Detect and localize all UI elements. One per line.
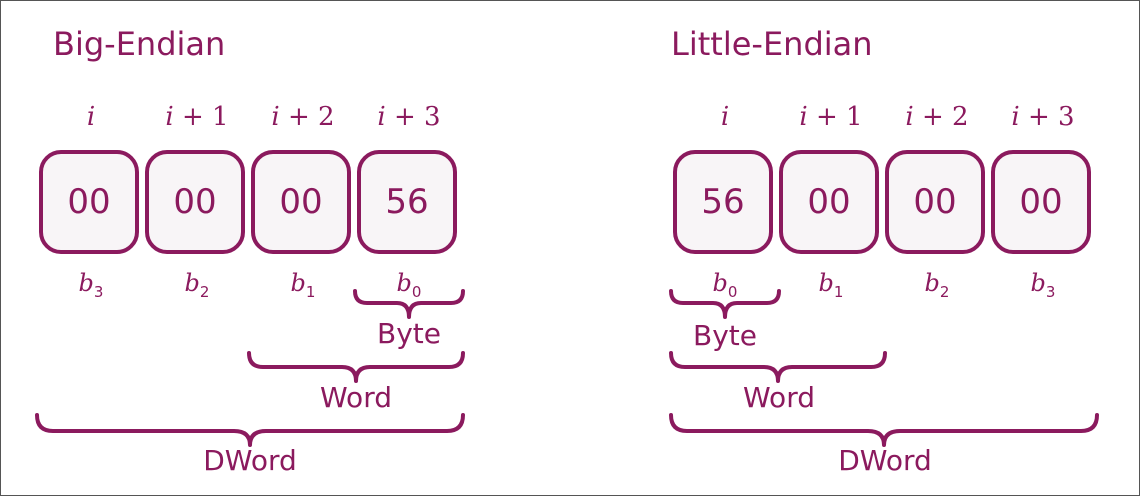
label-base: b	[78, 269, 94, 297]
big-endian-byte-group-label: Byte	[377, 317, 441, 350]
label-base: b	[818, 269, 834, 297]
label-subscript: 1	[305, 282, 316, 301]
little-endian-byte-label-1: b1	[779, 269, 883, 301]
label-base: b	[184, 269, 200, 297]
label-subscript: 1	[833, 282, 844, 301]
index-var: i	[377, 102, 386, 132]
little-endian-word-brace	[669, 351, 887, 383]
index-offset: + 1	[807, 102, 863, 132]
label-base: b	[396, 269, 412, 297]
little-endian-index-1: i + 1	[779, 102, 883, 132]
label-subscript: 3	[93, 282, 104, 301]
index-offset: + 3	[1019, 102, 1075, 132]
big-endian-word-brace	[247, 351, 465, 383]
little-endian-index-2: i + 2	[885, 102, 989, 132]
label-subscript: 2	[939, 282, 950, 301]
little-endian-dword-group-label: DWord	[838, 444, 932, 477]
big-endian-dword-group-label: DWord	[203, 444, 297, 477]
little-endian-byte-cell-3: 00	[991, 150, 1091, 254]
big-endian-index-1: i + 1	[145, 102, 249, 132]
label-subscript: 3	[1045, 282, 1056, 301]
index-offset: + 1	[173, 102, 229, 132]
big-endian-index-2: i + 2	[251, 102, 355, 132]
label-base: b	[712, 269, 728, 297]
index-var: i	[905, 102, 914, 132]
big-endian-title: Big-Endian	[53, 25, 226, 63]
big-endian-byte-label-2: b1	[251, 269, 355, 301]
little-endian-dword-brace	[669, 413, 1099, 447]
big-endian-word-group-label: Word	[320, 381, 392, 414]
big-endian-index-3: i + 3	[357, 102, 461, 132]
little-endian-index-0: i	[673, 102, 777, 132]
big-endian-byte-brace	[353, 289, 465, 319]
little-endian-byte-group-label: Byte	[693, 319, 757, 352]
little-endian-index-3: i + 3	[991, 102, 1095, 132]
little-endian-byte-label-3: b3	[991, 269, 1095, 301]
label-base: b	[290, 269, 306, 297]
big-endian-index-0: i	[39, 102, 143, 132]
little-endian-byte-brace	[669, 289, 781, 319]
label-subscript: 0	[411, 282, 422, 301]
index-offset: + 2	[913, 102, 969, 132]
index-var: i	[86, 102, 96, 132]
little-endian-word-group-label: Word	[743, 381, 815, 414]
little-endian-byte-cell-2: 00	[885, 150, 985, 254]
label-subscript: 0	[727, 282, 738, 301]
big-endian-byte-cell-0: 00	[39, 150, 139, 254]
index-var: i	[799, 102, 808, 132]
label-subscript: 2	[199, 282, 210, 301]
index-offset: + 3	[385, 102, 441, 132]
little-endian-title: Little-Endian	[671, 25, 873, 63]
big-endian-dword-brace	[35, 413, 465, 447]
index-var: i	[165, 102, 174, 132]
index-var: i	[271, 102, 280, 132]
label-base: b	[924, 269, 940, 297]
big-endian-byte-cell-2: 00	[251, 150, 351, 254]
big-endian-byte-cell-1: 00	[145, 150, 245, 254]
big-endian-byte-cell-3: 56	[357, 150, 457, 254]
little-endian-byte-label-0: b0	[673, 269, 777, 301]
index-var: i	[1011, 102, 1020, 132]
index-offset: + 2	[279, 102, 335, 132]
index-var: i	[720, 102, 730, 132]
big-endian-byte-label-1: b2	[145, 269, 249, 301]
little-endian-byte-cell-1: 00	[779, 150, 879, 254]
little-endian-byte-cell-0: 56	[673, 150, 773, 254]
big-endian-byte-label-0: b3	[39, 269, 143, 301]
little-endian-byte-label-2: b2	[885, 269, 989, 301]
big-endian-byte-label-3: b0	[357, 269, 461, 301]
label-base: b	[1030, 269, 1046, 297]
